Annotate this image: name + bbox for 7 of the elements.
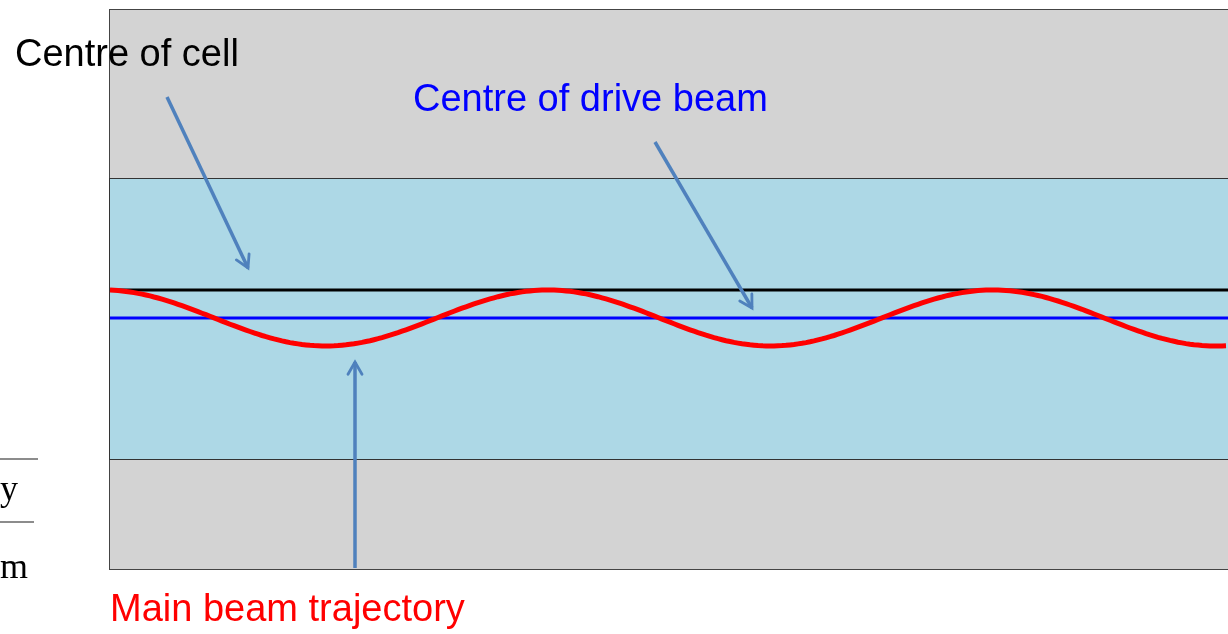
- callout-text: Centre of drive beam: [413, 76, 768, 120]
- callout-text: Main beam trajectory: [110, 586, 465, 630]
- leader-arrow: [346, 360, 364, 568]
- cropped-text: m: [0, 546, 28, 586]
- leader-arrow: [165, 96, 251, 270]
- leader-arrow: [653, 141, 754, 310]
- cropped-text: y: [0, 468, 18, 508]
